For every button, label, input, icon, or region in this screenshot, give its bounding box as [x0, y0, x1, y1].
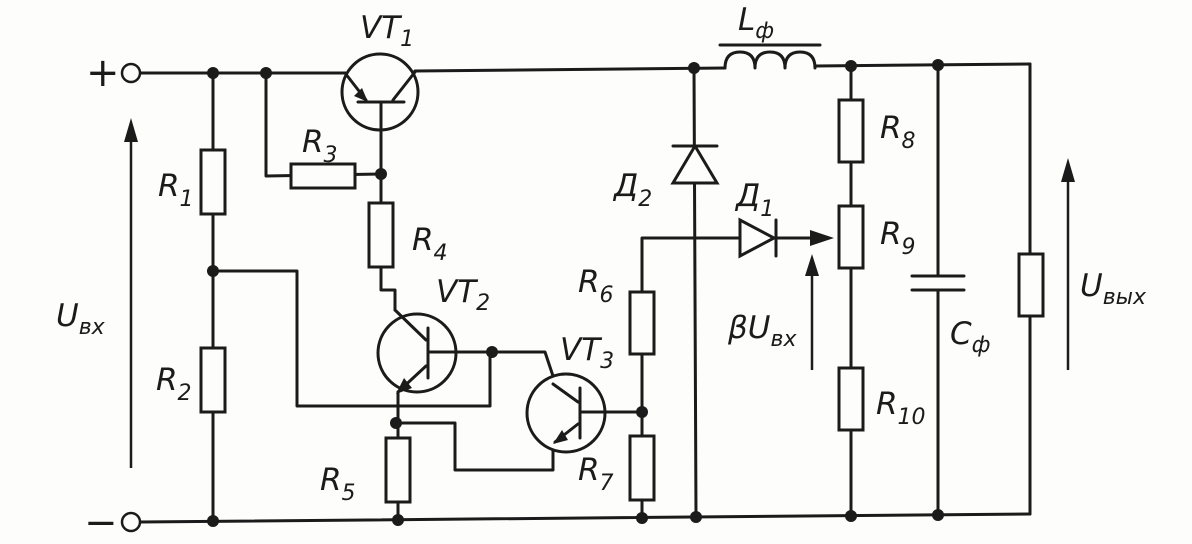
vt2-base-to-vt3 [492, 350, 557, 384]
plus-terminal [120, 62, 142, 84]
resistor-r10 [837, 366, 865, 432]
node-cf-top [932, 59, 944, 71]
load-resistor [1017, 252, 1045, 318]
uout-arrowhead [1061, 158, 1075, 182]
d2-branch [692, 66, 698, 519]
bottom-rail [138, 512, 1032, 524]
label-r5: R5 [320, 462, 356, 506]
resistor-r2 [199, 346, 227, 414]
resistor-r7 [628, 434, 656, 502]
plus-sign: + [86, 50, 120, 96]
label-cf: Cф [950, 316, 990, 358]
resistor-r5 [384, 436, 412, 504]
vt1-emitter-arrow [354, 88, 368, 102]
node-r2-bottom [207, 515, 219, 527]
label-vt1: VT1 [360, 10, 414, 52]
resistor-r6 [628, 290, 656, 356]
label-uout: Uвых [1080, 268, 1147, 310]
label-vt3: VT3 [560, 332, 614, 374]
minus-terminal [120, 511, 142, 533]
node-d2-top [688, 62, 700, 74]
label-r7: R7 [578, 452, 614, 496]
diode-d1 [738, 217, 778, 259]
node-r8-top [845, 60, 857, 72]
uin-arrowhead [124, 118, 138, 142]
label-r10: R10 [876, 386, 926, 430]
label-uin: Uвх [56, 298, 106, 340]
beta-uin-arrowhead [805, 254, 819, 276]
diode-d2 [670, 143, 720, 185]
node-r7-bottom [636, 512, 648, 524]
inductor-lf [723, 50, 817, 70]
node-r10-bottom [845, 510, 857, 522]
vt2-to-vt3-wire [394, 421, 555, 472]
label-beta-uin: βUвх [727, 310, 797, 352]
vt3-collector [551, 382, 580, 404]
resistor-r4 [367, 201, 395, 269]
node-d2-bottom [690, 511, 702, 523]
r6-r7-branch [640, 236, 692, 520]
label-r3: R3 [302, 124, 338, 168]
node-r5-bottom [392, 514, 404, 526]
label-r1: R1 [158, 168, 194, 212]
divider-to-feedback [211, 269, 492, 408]
label-d1: Д1 [734, 178, 774, 222]
label-lf: Lф [738, 2, 774, 44]
label-r4: R4 [412, 222, 448, 266]
label-d2: Д2 [612, 168, 652, 212]
node-vt3-base [636, 406, 648, 418]
node-r1-top [207, 67, 219, 79]
vt3-emitter-arrow [553, 430, 568, 444]
top-rail-vt1-out [413, 66, 727, 73]
resistor-r9 [837, 204, 865, 270]
label-r6: R6 [578, 264, 614, 308]
node-cf-bottom [932, 509, 944, 521]
resistor-r1 [199, 148, 227, 216]
vt2-collector [393, 308, 428, 342]
r9-wiper-arrow [810, 230, 834, 246]
label-vt2: VT2 [436, 274, 490, 316]
label-r8: R8 [880, 110, 916, 154]
node-vt2-base [486, 346, 498, 358]
vt2-emitter-arrow [396, 378, 412, 394]
resistor-r8 [837, 98, 865, 164]
label-r9: R9 [880, 216, 916, 260]
minus-sign: − [84, 500, 118, 544]
label-r2: R2 [156, 362, 192, 406]
resistor-r3 [289, 162, 357, 190]
node-r3-top [260, 67, 272, 79]
vt1-collector [391, 70, 417, 102]
